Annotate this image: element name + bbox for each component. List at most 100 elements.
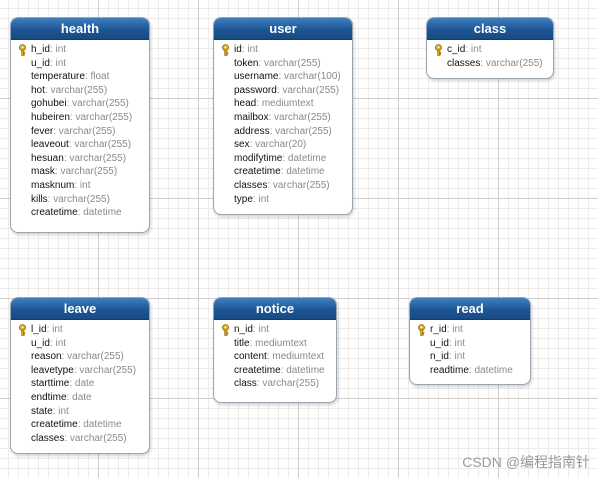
field-type: date	[74, 378, 95, 390]
field-row[interactable]: sex: varchar(20)	[220, 138, 346, 152]
field-type: varchar(255)	[264, 57, 321, 69]
field-name: leavetype	[31, 364, 74, 376]
field-separator: :	[61, 351, 68, 363]
field-row[interactable]: classes: varchar(255)	[220, 179, 346, 193]
field-name: hot	[31, 84, 45, 96]
field-separator: :	[249, 139, 256, 151]
field-separator: :	[256, 378, 263, 390]
field-row[interactable]: r_id: int	[416, 323, 524, 337]
field-name: state	[31, 405, 53, 417]
field-type: varchar(255)	[50, 84, 108, 96]
field-row[interactable]: classes: varchar(255)	[17, 432, 143, 446]
field-separator: :	[77, 419, 84, 431]
primary-key-icon	[433, 44, 444, 56]
field-separator: :	[448, 337, 455, 349]
field-row[interactable]: hubeiren: varchar(255)	[17, 111, 143, 125]
field-row[interactable]: l_id: int	[17, 323, 143, 337]
field-row[interactable]: createtime: datetime	[17, 418, 143, 432]
field-name: n_id	[430, 351, 449, 363]
field-row[interactable]: createtime: datetime	[220, 364, 330, 378]
field-row[interactable]: h_id: int	[17, 43, 143, 57]
field-row[interactable]: kills: varchar(255)	[17, 193, 143, 207]
field-row[interactable]: state: int	[17, 405, 143, 419]
field-row[interactable]: masknum: int	[17, 179, 143, 193]
field-row[interactable]: reason: varchar(255)	[17, 350, 143, 364]
field-row[interactable]: mailbox: varchar(255)	[220, 111, 346, 125]
field-row[interactable]: head: mediumtext	[220, 97, 346, 111]
field-row[interactable]: readtime: datetime	[416, 364, 524, 378]
field-type: varchar(255)	[282, 84, 340, 96]
field-row[interactable]: c_id: int	[433, 43, 547, 57]
field-row[interactable]: hesuan: varchar(255)	[17, 152, 143, 166]
field-row[interactable]: address: varchar(255)	[220, 125, 346, 139]
field-separator: :	[256, 98, 262, 110]
field-separator: :	[268, 111, 275, 123]
field-row[interactable]: classes: varchar(255)	[433, 57, 547, 71]
field-separator: :	[241, 44, 248, 55]
field-type: varchar(255)	[69, 432, 127, 444]
field-type: datetime	[286, 166, 325, 178]
field-separator: :	[269, 125, 276, 137]
field-row[interactable]: token: varchar(255)	[220, 57, 346, 71]
field-name: hesuan	[31, 152, 64, 164]
field-type: datetime	[83, 207, 122, 219]
field-type: int	[258, 193, 270, 205]
field-separator: :	[74, 179, 80, 191]
field-row[interactable]: createtime: datetime	[17, 206, 143, 220]
field-separator: :	[266, 351, 273, 363]
field-name: content	[234, 351, 267, 363]
field-row[interactable]: n_id: int	[416, 350, 524, 364]
field-row[interactable]: leaveout: varchar(255)	[17, 138, 143, 152]
table-header: class	[427, 18, 553, 40]
field-row[interactable]: password: varchar(255)	[220, 84, 346, 98]
field-row[interactable]: fever: varchar(255)	[17, 125, 143, 139]
field-row[interactable]: u_id: int	[416, 337, 524, 351]
field-separator: :	[468, 364, 475, 376]
field-row[interactable]: endtime: date	[17, 391, 143, 405]
field-row[interactable]: gohubei: varchar(255)	[17, 97, 143, 111]
field-name: c_id	[447, 44, 466, 55]
field-row[interactable]: starttime: date	[17, 377, 143, 391]
field-separator: :	[446, 324, 453, 335]
table-header: read	[410, 298, 530, 320]
field-separator: :	[73, 364, 80, 376]
field-type: int	[79, 179, 91, 191]
field-row[interactable]: modifytime: datetime	[220, 152, 346, 166]
field-separator: :	[49, 44, 56, 55]
field-row[interactable]: u_id: int	[17, 57, 143, 71]
field-type: datetime	[287, 152, 327, 164]
field-separator: :	[77, 207, 84, 219]
field-row[interactable]: class: varchar(255)	[220, 377, 330, 391]
field-row[interactable]: leavetype: varchar(255)	[17, 364, 143, 378]
field-row[interactable]: id: int	[220, 43, 346, 57]
field-type: float	[90, 71, 110, 83]
field-row[interactable]: temperature: float	[17, 70, 143, 84]
field-type: int	[55, 44, 67, 55]
field-row[interactable]: mask: varchar(255)	[17, 165, 143, 179]
field-type: varchar(255)	[274, 111, 331, 123]
field-row[interactable]: content: mediumtext	[220, 350, 330, 364]
field-separator: :	[252, 193, 259, 205]
field-row[interactable]: u_id: int	[17, 337, 143, 351]
field-type: int	[452, 324, 463, 335]
field-separator: :	[63, 152, 70, 164]
field-name: password	[234, 84, 277, 96]
field-separator: :	[280, 166, 287, 178]
field-row[interactable]: username: varchar(100)	[220, 70, 346, 84]
field-row[interactable]: type: int	[220, 193, 346, 207]
field-row[interactable]: title: mediumtext	[220, 337, 330, 351]
field-type: datetime	[286, 364, 325, 376]
field-row[interactable]: n_id: int	[220, 323, 330, 337]
primary-key-icon	[220, 44, 231, 56]
field-separator: :	[46, 324, 53, 335]
field-row[interactable]: hot: varchar(255)	[17, 84, 143, 98]
field-row[interactable]: createtime: datetime	[220, 165, 346, 179]
field-type: datetime	[474, 364, 513, 376]
